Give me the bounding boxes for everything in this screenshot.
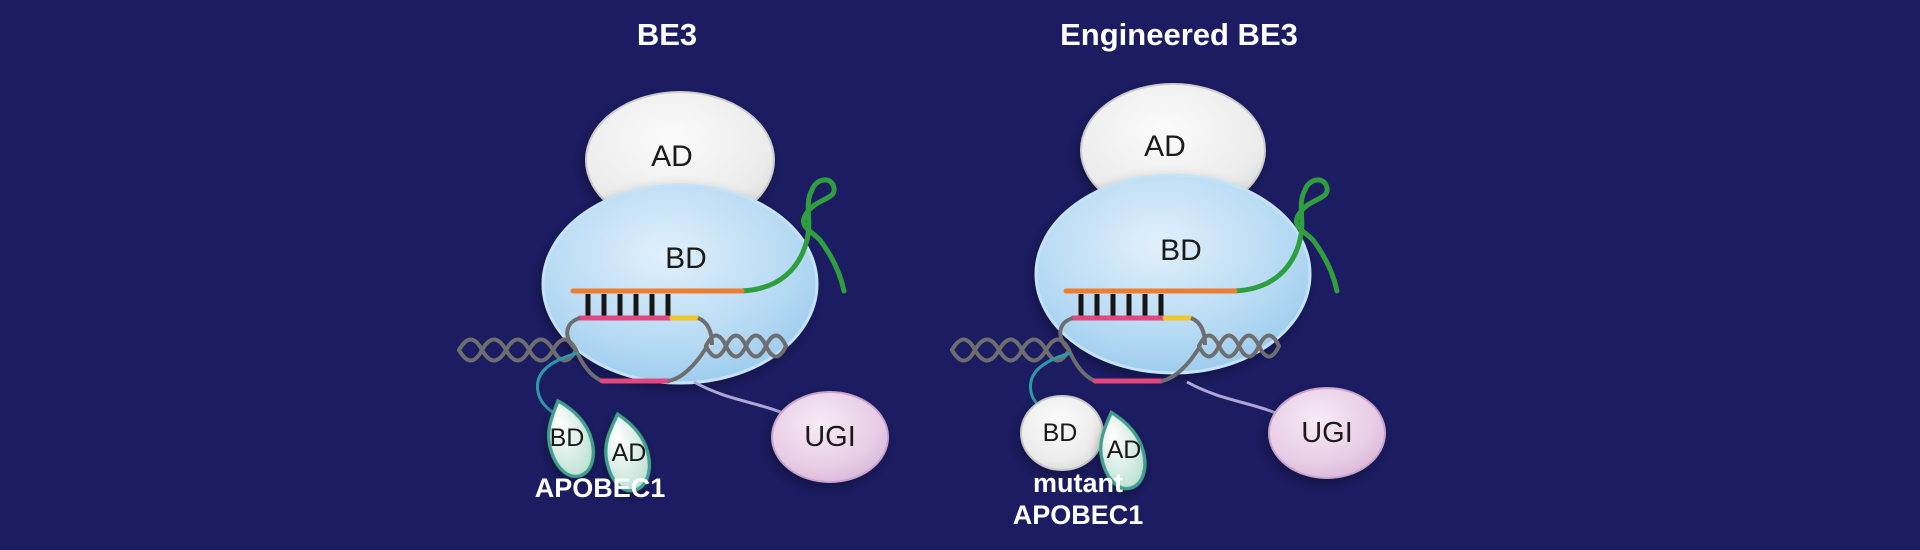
sgrna-scaffold-line <box>739 177 847 294</box>
dna-strand <box>457 337 578 363</box>
panel-engineered-be3: Engineered BE3 <box>950 17 1386 530</box>
dna-helix-left <box>457 337 578 363</box>
mutant-apobec1-caption-line2: APOBEC1 <box>1013 500 1144 530</box>
apobec1-caption: APOBEC1 <box>535 473 666 503</box>
engineered-be3-title: Engineered BE3 <box>1060 17 1298 52</box>
sgrna-scaffold-line <box>1232 177 1340 294</box>
leaf-shape <box>547 398 595 479</box>
bd-domain-label: BD <box>665 242 707 275</box>
dna-helix-right <box>1197 333 1281 359</box>
leaf-shape <box>1099 410 1147 491</box>
displaced-strand-right <box>667 346 708 383</box>
strand-connector-right <box>1190 316 1207 346</box>
mutant-apobec1-bd-label: BD <box>1043 419 1078 447</box>
dna-helix-right <box>704 333 788 359</box>
dna-strand <box>704 333 788 359</box>
ad-domain-label: AD <box>1144 130 1186 163</box>
dna-strand <box>950 337 1071 363</box>
panel-be3: BE3 <box>457 17 889 503</box>
strand-connector-right <box>697 316 714 346</box>
ad-domain-label: AD <box>651 140 693 173</box>
dna-helix-left <box>950 337 1071 363</box>
ugi-blob <box>1268 387 1386 479</box>
apobec1-ad-label: AD <box>612 439 647 467</box>
basepair-ticks <box>1078 294 1164 317</box>
dna-strand <box>1197 333 1281 359</box>
mutant-apobec1-ad-label: AD <box>1107 436 1142 464</box>
bd-domain-ellipse <box>1034 173 1312 375</box>
apobec1-bd-leaf <box>547 398 595 479</box>
dna-strand <box>950 337 1071 363</box>
ugi-blob <box>771 391 889 483</box>
basepair-ticks <box>585 294 671 317</box>
apobec1-ad-leaf <box>604 411 651 493</box>
mutant-apobec1-caption-line1: mutant <box>1033 468 1123 498</box>
ugi-label: UGI <box>804 421 856 453</box>
ugi-label: UGI <box>1301 417 1353 449</box>
leaf-shape <box>604 411 651 493</box>
dna-strand <box>457 337 578 363</box>
bd-domain-label: BD <box>1160 234 1202 267</box>
be3-title: BE3 <box>637 17 697 52</box>
bd-domain-ellipse <box>541 183 819 385</box>
apobec1-bd-label: BD <box>550 424 585 452</box>
displaced-strand-right <box>1160 346 1201 383</box>
mutant-apobec1-ad-leaf <box>1099 410 1147 491</box>
